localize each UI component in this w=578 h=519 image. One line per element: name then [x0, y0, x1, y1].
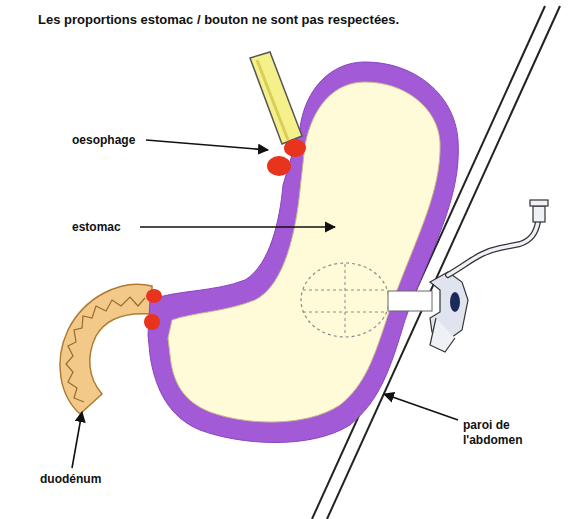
oesophagus [250, 52, 302, 144]
tube-connector [530, 200, 548, 206]
part-label: oesophage [72, 133, 135, 148]
stomach-lumen [168, 82, 440, 422]
stomach-wall [148, 62, 458, 443]
oesophagus-lumen [257, 60, 288, 140]
cardia-sphincter [267, 156, 291, 176]
part-label: estomac [72, 220, 121, 235]
leader-arrow [72, 412, 82, 468]
duodenum [60, 284, 152, 414]
button-stem [388, 291, 432, 311]
leader-arrow [146, 140, 268, 150]
button-valve [450, 292, 460, 312]
button-balloon [301, 263, 389, 337]
tube-connector [533, 206, 545, 222]
leader-arrow [140, 226, 335, 228]
duodenum-folds [66, 297, 145, 402]
pylorus-sphincter [144, 314, 160, 330]
extension-tube [448, 222, 538, 275]
pylorus-sphincter [146, 289, 162, 303]
cardia-sphincter [284, 139, 306, 157]
extension-tube [448, 222, 538, 275]
button-clamp [430, 318, 455, 352]
diagram-title: Les proportions estomac / bouton ne sont… [38, 12, 399, 28]
leader-arrow [384, 394, 458, 420]
part-label: duodénum [40, 472, 101, 487]
part-label: paroi de l'abdomen [463, 418, 553, 448]
button-balloon [345, 264, 346, 336]
